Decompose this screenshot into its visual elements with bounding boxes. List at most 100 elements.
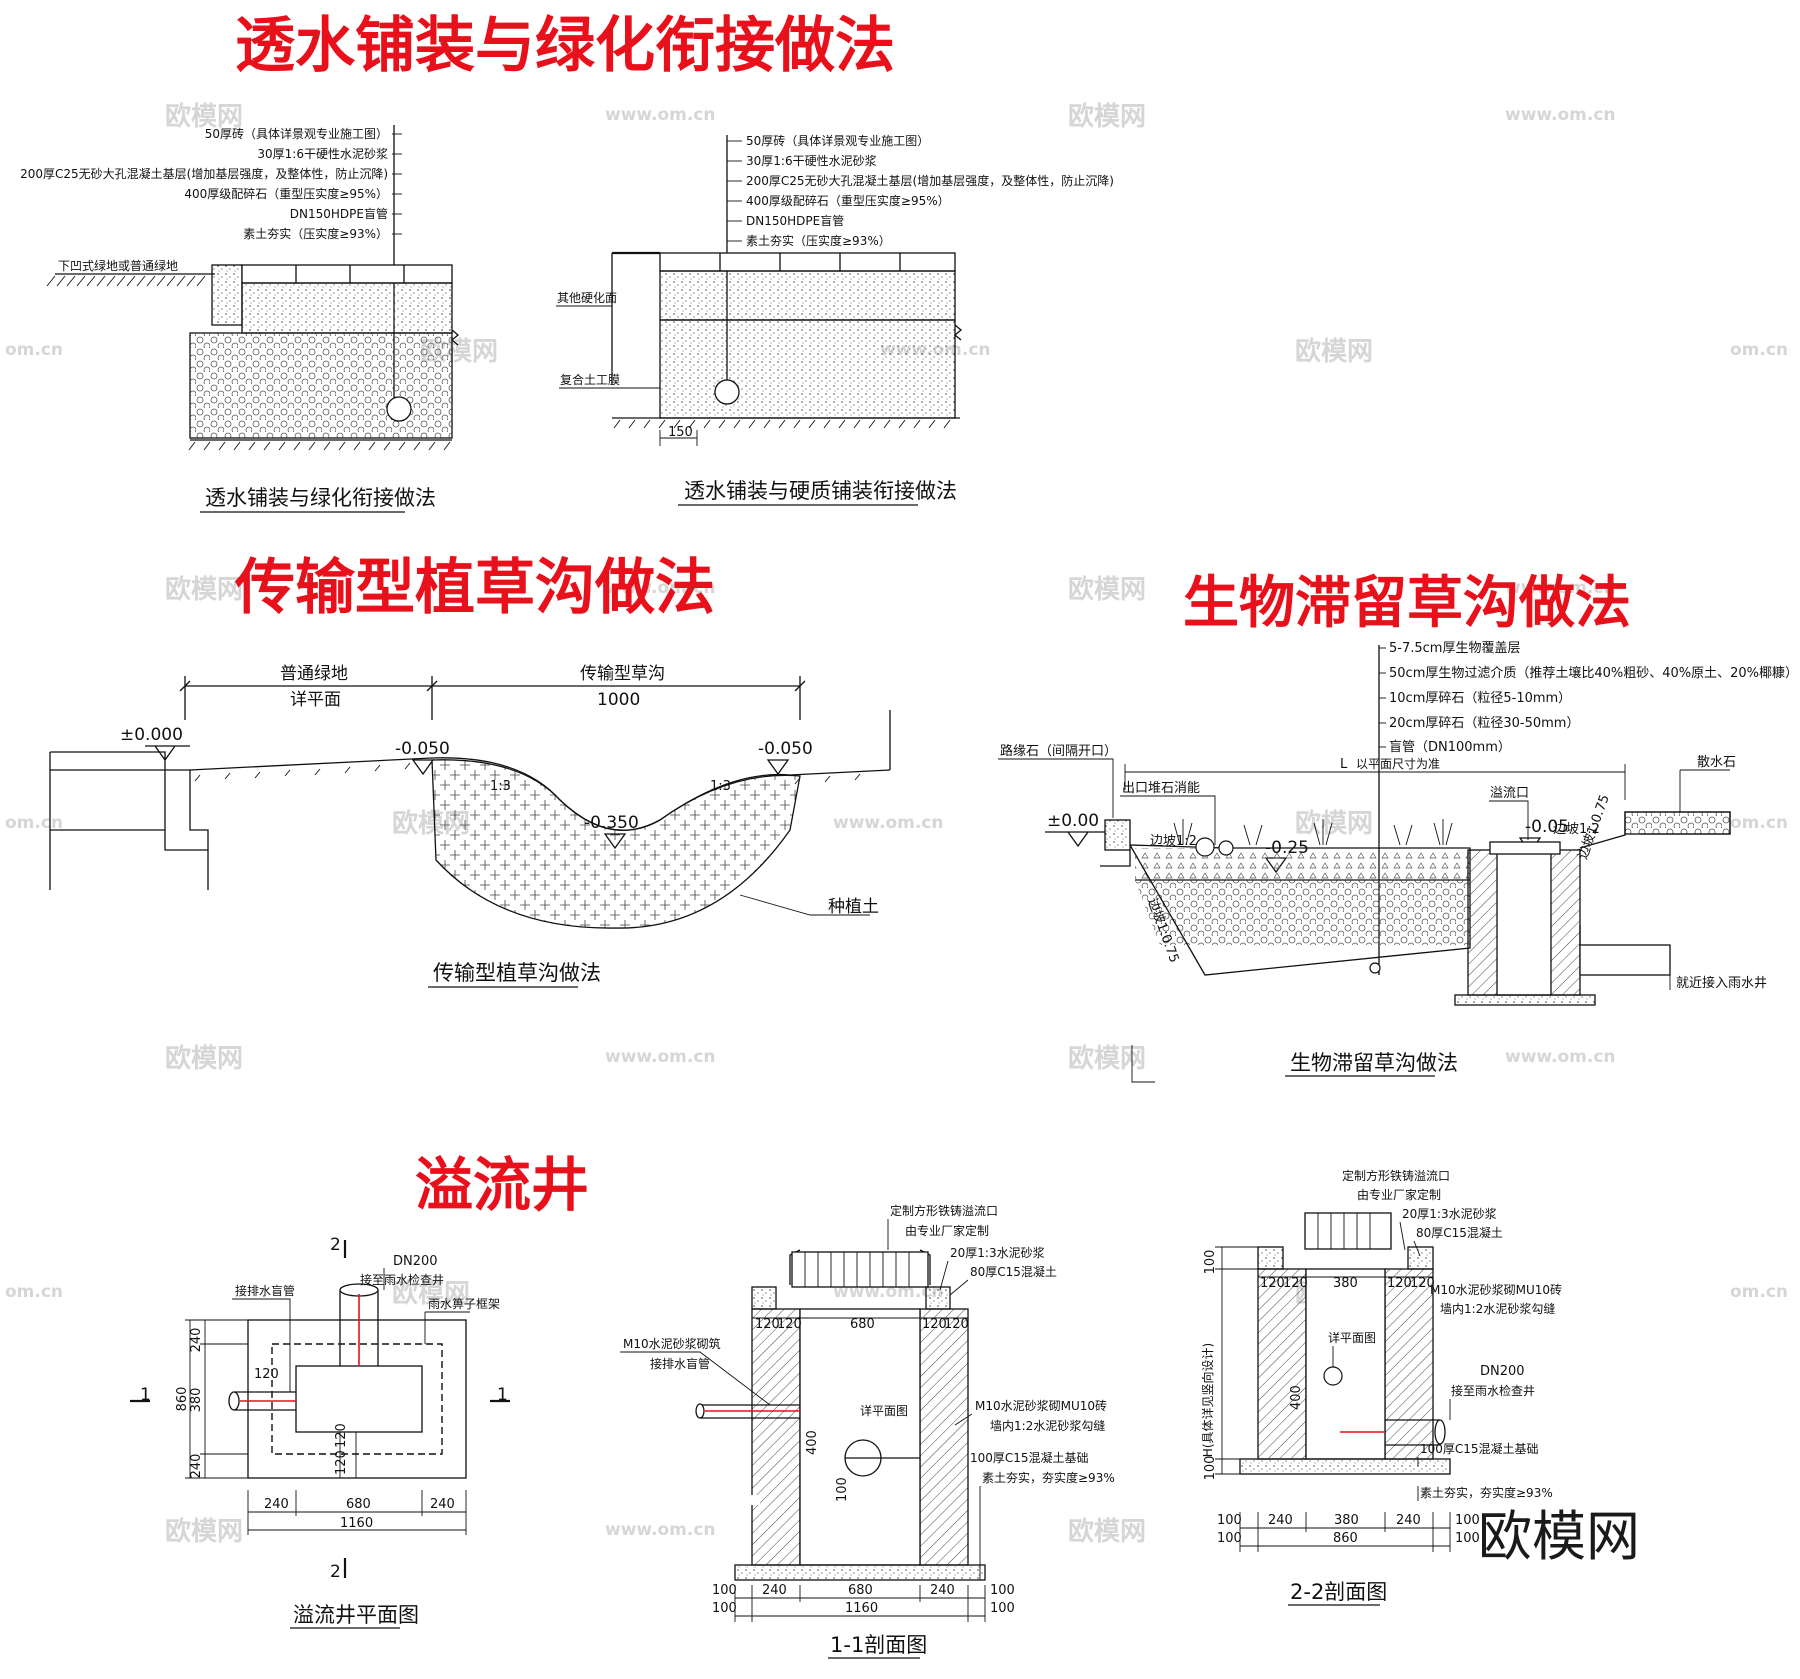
dim-edge-100d: 100 (990, 1601, 1015, 1616)
label-outlet-stones: 出口堆石消能 (1122, 781, 1200, 796)
label-geomembrane: 复合土工膜 (560, 372, 620, 387)
dim-v-380: 380 (189, 1388, 204, 1413)
caption-panel-a: 透水铺装与绿化衔接做法 (205, 486, 436, 510)
label-connect-rain-well: 就近接入雨水井 (1676, 975, 1767, 991)
label-splash-stone: 散水石 (1697, 755, 1736, 770)
dim-top-120a: 120 (755, 1317, 780, 1332)
dim-top-120d: 120 (944, 1317, 969, 1332)
label-custom-grate: 定制方形铁铸溢流口 (1342, 1168, 1450, 1183)
watermark-logo: 欧模网 (165, 1043, 243, 1074)
note-layer-2: 50cm厚生物过滤介质（推荐土壤比40%粗砂、40%原土、20%椰糠） (1389, 665, 1798, 681)
dim-edge-100c: 100 (1455, 1513, 1480, 1528)
dim-bottom-240a: 240 (762, 1583, 787, 1598)
layer-notes: 50厚砖（具体详景观专业施工图） 30厚1:6干硬性水泥砂浆 200厚C25无砂… (20, 126, 402, 241)
watermark-url: www.om.cn (1505, 578, 1616, 598)
dim-label-1000: 1000 (597, 690, 640, 710)
label-see-plan: 详平面图 (1328, 1330, 1376, 1345)
dim-top-120c: 120 (1387, 1276, 1412, 1291)
watermark-logo: 欧模网 (1068, 101, 1146, 132)
caption-panel-e: 溢流井平面图 (293, 1603, 419, 1627)
dim-bottom-860: 860 (1333, 1531, 1358, 1546)
title-permeable-greenbelt: 透水铺装与绿化衔接做法 (235, 11, 895, 81)
note-layer-2: 30厚1:6干硬性水泥砂浆 (746, 153, 877, 168)
watermark-logo: 欧模网 (1295, 336, 1373, 367)
note-layer-3: 200厚C25无砂大孔混凝土基层(增加基层强度，及整体性，防止沉降) (746, 173, 1114, 188)
dim-v-400: 400 (805, 1430, 820, 1455)
slope-left: 1:3 (490, 779, 511, 794)
watermark-url: om.cn (1730, 1282, 1788, 1302)
dim-label-normal-greenbelt: 普通绿地 (280, 664, 348, 684)
dim-bottom-240a: 240 (1268, 1513, 1293, 1528)
label-manufacturer: 由专业厂家定制 (905, 1223, 989, 1238)
dim-l-note: 以平面尺寸为准 (1356, 757, 1440, 771)
label-mortar: 20厚1:3水泥砂浆 (1402, 1206, 1497, 1221)
dim-label-see-plan: 详平面 (290, 690, 341, 710)
watermark-url: www.om.cn (605, 105, 716, 125)
note-layer-1: 50厚砖（具体详景观专业施工图） (746, 133, 929, 148)
dim-top-680: 680 (850, 1317, 875, 1332)
label-grate-frame: 雨水箅子框架 (428, 1296, 500, 1311)
dim-h-1160: 1160 (340, 1516, 373, 1531)
label-brick: M10水泥砂浆砌MU10砖 (975, 1398, 1107, 1413)
dim-label-swale: 传输型草沟 (580, 664, 665, 684)
watermark-url: www.om.cn (605, 578, 716, 598)
note-layer-4: 400厚级配碎石（重型压实度≥95%） (184, 186, 388, 201)
caption-panel-d: 生物滞留草沟做法 (1290, 1051, 1458, 1075)
label-blind-pipe: 接排水盲管 (650, 1356, 710, 1371)
dim-h-240-left: 240 (264, 1497, 289, 1512)
section-mark-1-right: 1 (497, 1385, 508, 1405)
level-minus-0-05: -0.05 (1525, 817, 1569, 837)
label-custom-grate: 定制方形铁铸溢流口 (890, 1203, 998, 1218)
dim-top-120a: 120 (1260, 1276, 1285, 1291)
slope-right-upper: 边坡1:2 (1553, 822, 1600, 837)
note-layer-3: 10cm厚碎石（粒径5-10mm） (1389, 691, 1571, 706)
dim-top-120c: 120 (922, 1317, 947, 1332)
caption-panel-c: 传输型植草沟做法 (433, 961, 601, 985)
dim-top-380: 380 (1333, 1276, 1358, 1291)
note-layer-4: 400厚级配碎石（重型压实度≥95%） (746, 193, 950, 208)
dim-inner-120c: 120 (334, 1450, 349, 1475)
watermark-logo: 欧模网 (165, 574, 243, 605)
panel-section-1-1: 定制方形铁铸溢流口 由专业厂家定制 20厚1:3水泥砂浆 80厚C15混凝土 M… (620, 1203, 1115, 1659)
watermark-logo: 欧模网 (1068, 1516, 1146, 1547)
label-c15-base: 100厚C15混凝土基础 (970, 1450, 1089, 1465)
caption-panel-b: 透水铺装与硬质铺装衔接做法 (684, 479, 957, 503)
watermark-url: om.cn (5, 813, 63, 833)
dim-bottom-380: 380 (1334, 1513, 1359, 1528)
dim-edge-100a: 100 (712, 1583, 737, 1598)
note-layer-6: 素土夯实（压实度≥93%） (746, 233, 891, 248)
note-layer-2: 30厚1:6干硬性水泥砂浆 (257, 146, 388, 161)
label-manufacturer: 由专业厂家定制 (1357, 1187, 1441, 1202)
level-minus-0-350: -0.350 (584, 813, 639, 833)
dim-bottom-1160: 1160 (845, 1601, 878, 1616)
panel-conveyance-swale: 普通绿地 传输型草沟 详平面 1000 ±0.000 -0.050 -0.050… (49, 664, 891, 988)
watermark-logo: 欧模网 (165, 1516, 243, 1547)
note-layer-5: DN150HDPE盲管 (746, 213, 844, 228)
dim-v-240-top: 240 (189, 1328, 204, 1353)
label-overflow-inlet: 溢流口 (1490, 786, 1529, 801)
watermark-logo: 欧模网 (165, 101, 243, 132)
panel-bioretention-swale: 5-7.5cm厚生物覆盖层 50cm厚生物过滤介质（推荐土壤比40%粗砂、40%… (998, 641, 1798, 1083)
label-other-hard-surface: 其他硬化面 (557, 291, 617, 305)
label-m10-masonry: M10水泥砂浆砌筑 (623, 1336, 721, 1351)
dim-bottom-240b: 240 (930, 1583, 955, 1598)
label-connect-blind-pipe: 接排水盲管 (235, 1283, 295, 1298)
title-bioretention-swale: 生物滞留草沟做法 (1183, 571, 1631, 636)
note-layer-5: 盲管（DN100mm） (1389, 739, 1511, 755)
watermark-logo: 欧模网 (1295, 808, 1373, 839)
dim-top-120b: 120 (777, 1317, 802, 1332)
watermark-url: www.om.cn (605, 1520, 716, 1540)
watermark-logo: 欧模网 (1068, 574, 1146, 605)
slope-right: 1:3 (710, 779, 731, 794)
dim-150: 150 (668, 425, 693, 440)
slope-left-upper: 边坡1:2 (1150, 834, 1197, 849)
level-minus-0-050-left: -0.050 (395, 739, 450, 759)
label-connect-inspection-well: 接至雨水检查井 (1451, 1383, 1535, 1398)
dim-v-860: 860 (175, 1387, 190, 1412)
panel-permeable-to-greenbelt: 50厚砖（具体详景观专业施工图） 30厚1:6干硬性水泥砂浆 200厚C25无砂… (20, 125, 460, 513)
watermark-url: om.cn (5, 340, 63, 360)
dim-edge-100c: 100 (990, 1583, 1015, 1598)
section-mark-2-top: 2 (330, 1235, 341, 1255)
label-greenbelt: 下凹式绿地或普通绿地 (58, 258, 178, 273)
layer-notes: 5-7.5cm厚生物覆盖层 50cm厚生物过滤介质（推荐土壤比40%粗砂、40%… (1379, 641, 1798, 755)
